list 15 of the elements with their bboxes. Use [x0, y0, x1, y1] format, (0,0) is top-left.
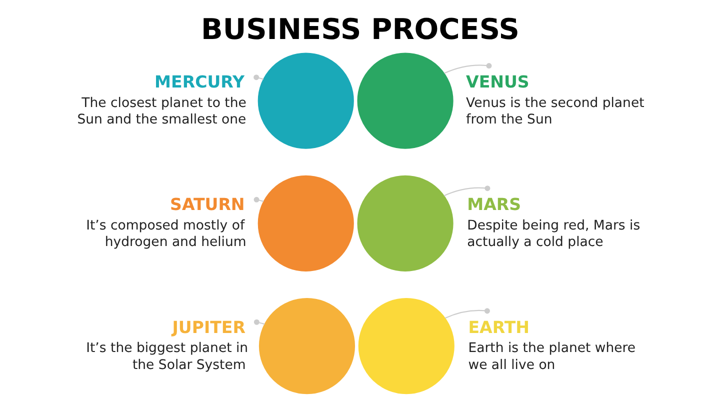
node-text: VENUS Venus is the second planet from the Sun [466, 72, 644, 128]
connector [444, 186, 490, 196]
node-text: MERCURY The closest planet to the Sun and the smallest one [77, 72, 246, 128]
node-text: MARS Despite being red, Mars is actually a cold place [467, 195, 640, 250]
node-circle [357, 175, 454, 272]
node-circle [357, 52, 454, 149]
connector [444, 308, 490, 319]
connector [444, 63, 492, 74]
connector [254, 196, 264, 202]
node-text: JUPITER It’s the biggest planet in the Solar System [86, 318, 248, 373]
node-text: EARTH Earth is the planet where we all live on [468, 318, 636, 373]
node-text: SATURN It’s composed mostly of hydrogen and helium [86, 195, 246, 250]
node-circle [358, 298, 454, 394]
diagram-title: BUSINESS PROCESS [200, 12, 520, 46]
connector [254, 319, 265, 325]
